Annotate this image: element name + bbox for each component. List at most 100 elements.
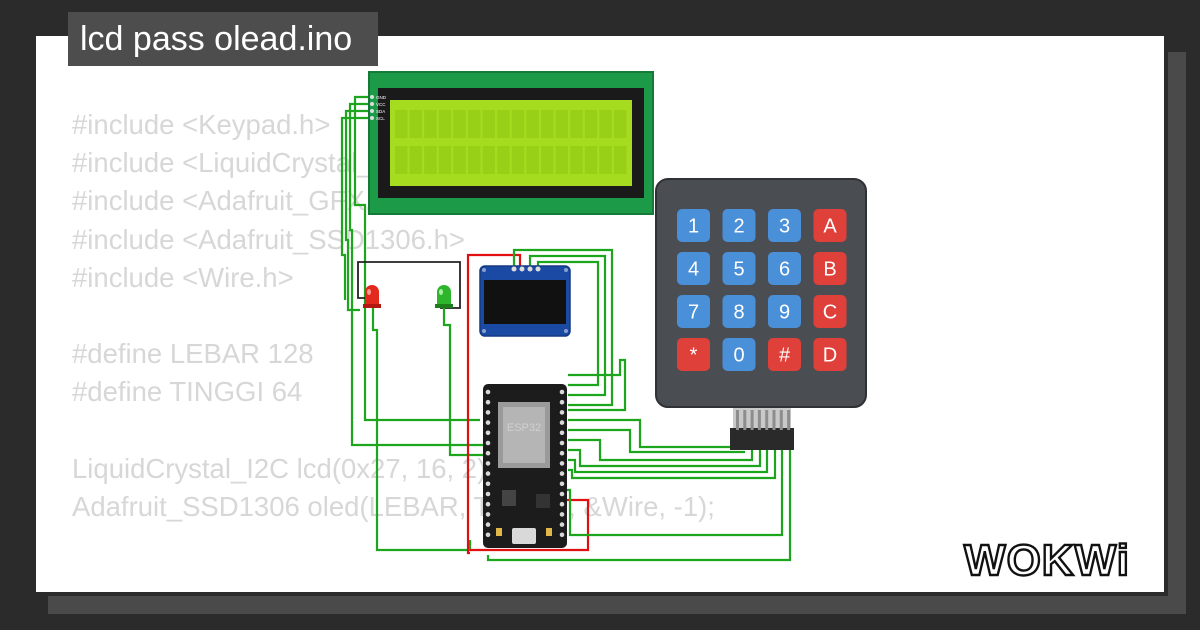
wire-key-3: [568, 438, 754, 462]
keypad-key-8[interactable]: 8: [722, 295, 756, 328]
keypad-key-D[interactable]: D: [813, 338, 847, 371]
esp32-pin: [485, 512, 491, 517]
lcd-cell: [395, 110, 408, 138]
wokwi-logo-mark: WOKWi: [963, 535, 1130, 586]
lcd-cell: [482, 146, 495, 174]
lcd-pin-label: SDA: [376, 109, 385, 114]
code-line: #include <Adafruit_SSD1306.h>: [72, 223, 465, 255]
keypad-pin: [736, 410, 739, 430]
keypad-key-A[interactable]: A: [813, 209, 847, 242]
esp32-pin: [559, 440, 565, 446]
keypad-key-6[interactable]: 6: [768, 252, 801, 285]
keypad-key-label: 5: [733, 259, 744, 281]
keypad-key-4[interactable]: 4: [677, 252, 710, 285]
wire-key-2: [568, 428, 745, 454]
keypad-key-*[interactable]: *: [677, 338, 710, 371]
keypad-key-label: 8: [733, 302, 744, 324]
wire-lcd-gnd: [353, 95, 480, 422]
wire-lcd-vcc: [348, 102, 483, 447]
esp32-pin: [485, 420, 491, 425]
wokwi-logo: WOKWi: [952, 533, 1142, 592]
esp32-pin: [559, 522, 565, 527]
keypad-key-#[interactable]: #: [768, 338, 801, 371]
keypad-key-0[interactable]: 0: [722, 338, 756, 371]
code-line: #include <Keypad.h>: [72, 109, 331, 140]
esp32-chip-label: ESP32: [507, 422, 541, 434]
wire-lcd-scl: [340, 116, 372, 300]
lcd-cell: [570, 146, 583, 174]
keypad-key-label: A: [823, 216, 837, 238]
lcd-cell: [614, 110, 627, 138]
esp32-pin: [485, 461, 491, 466]
keypad-key-label: D: [823, 345, 837, 367]
lcd-cell: [584, 110, 598, 138]
wire-key-6: [568, 450, 777, 480]
lcd-pins: GND VCC SDA SCL: [370, 95, 387, 121]
keypad-pin: [743, 410, 747, 430]
lcd-display[interactable]: GND VCC SDA SCL: [368, 71, 654, 215]
lcd-cell: [438, 146, 452, 174]
keypad-key-C[interactable]: C: [813, 295, 847, 328]
esp32-pin: [559, 471, 565, 476]
lcd-cell: [409, 110, 422, 138]
keypad-key-label: *: [690, 345, 698, 367]
wire-misc: [568, 358, 627, 412]
red-led[interactable]: [363, 285, 381, 308]
project-title[interactable]: lcd pass olead.ino: [68, 12, 379, 66]
esp32-pin: [485, 532, 491, 538]
keypad-key-label: 2: [733, 216, 744, 238]
wire-oled-red: [466, 253, 522, 555]
code-line: #include <Wire.h>: [72, 261, 294, 293]
keypad-key-9[interactable]: 9: [768, 295, 801, 328]
wire-oled-2: [528, 254, 607, 397]
esp32-pin: [485, 450, 491, 456]
keypad-key-3[interactable]: 3: [768, 209, 801, 242]
keypad-key-B[interactable]: B: [813, 252, 847, 285]
wire-oled-1: [512, 248, 614, 407]
keypad-key-2[interactable]: 2: [722, 209, 756, 242]
wire-key-1: [568, 418, 737, 449]
lcd-pin-label: GND: [376, 95, 387, 100]
lcd-cell: [599, 110, 612, 138]
lcd-cell: [599, 146, 612, 174]
esp32-pin: [559, 491, 565, 497]
esp32-pin: [485, 471, 491, 476]
esp32-pin: [559, 410, 565, 415]
lcd-cell: [555, 146, 568, 174]
esp32-pin: [485, 399, 491, 405]
keypad-key-label: C: [823, 302, 837, 324]
esp32-pin: [485, 389, 491, 395]
keypad-key-5[interactable]: 5: [722, 252, 756, 285]
keypad-key-label: 0: [733, 345, 744, 367]
keypad-pin: [757, 410, 761, 430]
wire-led-green: [442, 308, 485, 457]
wire-oled-3: [536, 260, 600, 387]
wire-key-7: [560, 450, 784, 537]
lcd-cell: [438, 110, 452, 138]
esp32-pin: [559, 430, 565, 436]
lcd-cell: [584, 146, 598, 174]
wokwi-logo-text: WOKWi: [964, 536, 1130, 585]
lcd-cell: [497, 146, 510, 174]
esp32-pin: [559, 389, 565, 395]
lcd-cell: [482, 110, 495, 138]
wire-power: [470, 498, 590, 552]
oled-display[interactable]: [479, 265, 571, 337]
lcd-cell: [395, 146, 408, 174]
lcd-cell: [555, 110, 568, 138]
lcd-cell: [453, 146, 466, 174]
lcd-cell: [541, 110, 554, 138]
esp32-pin: [559, 461, 565, 466]
keypad-pin: [765, 410, 769, 430]
esp32-pin: [485, 410, 491, 415]
keypad-pin: [772, 410, 776, 430]
esp32-board[interactable]: ESP32: [483, 384, 567, 548]
lcd-pin-label: VCC: [376, 102, 386, 107]
code-line: #define LEBAR 128: [72, 338, 314, 370]
green-led[interactable]: [435, 285, 453, 308]
keypad-key-1[interactable]: 1: [677, 209, 710, 242]
keypad-key-7[interactable]: 7: [677, 295, 710, 328]
keypad-key-label: B: [823, 259, 836, 281]
